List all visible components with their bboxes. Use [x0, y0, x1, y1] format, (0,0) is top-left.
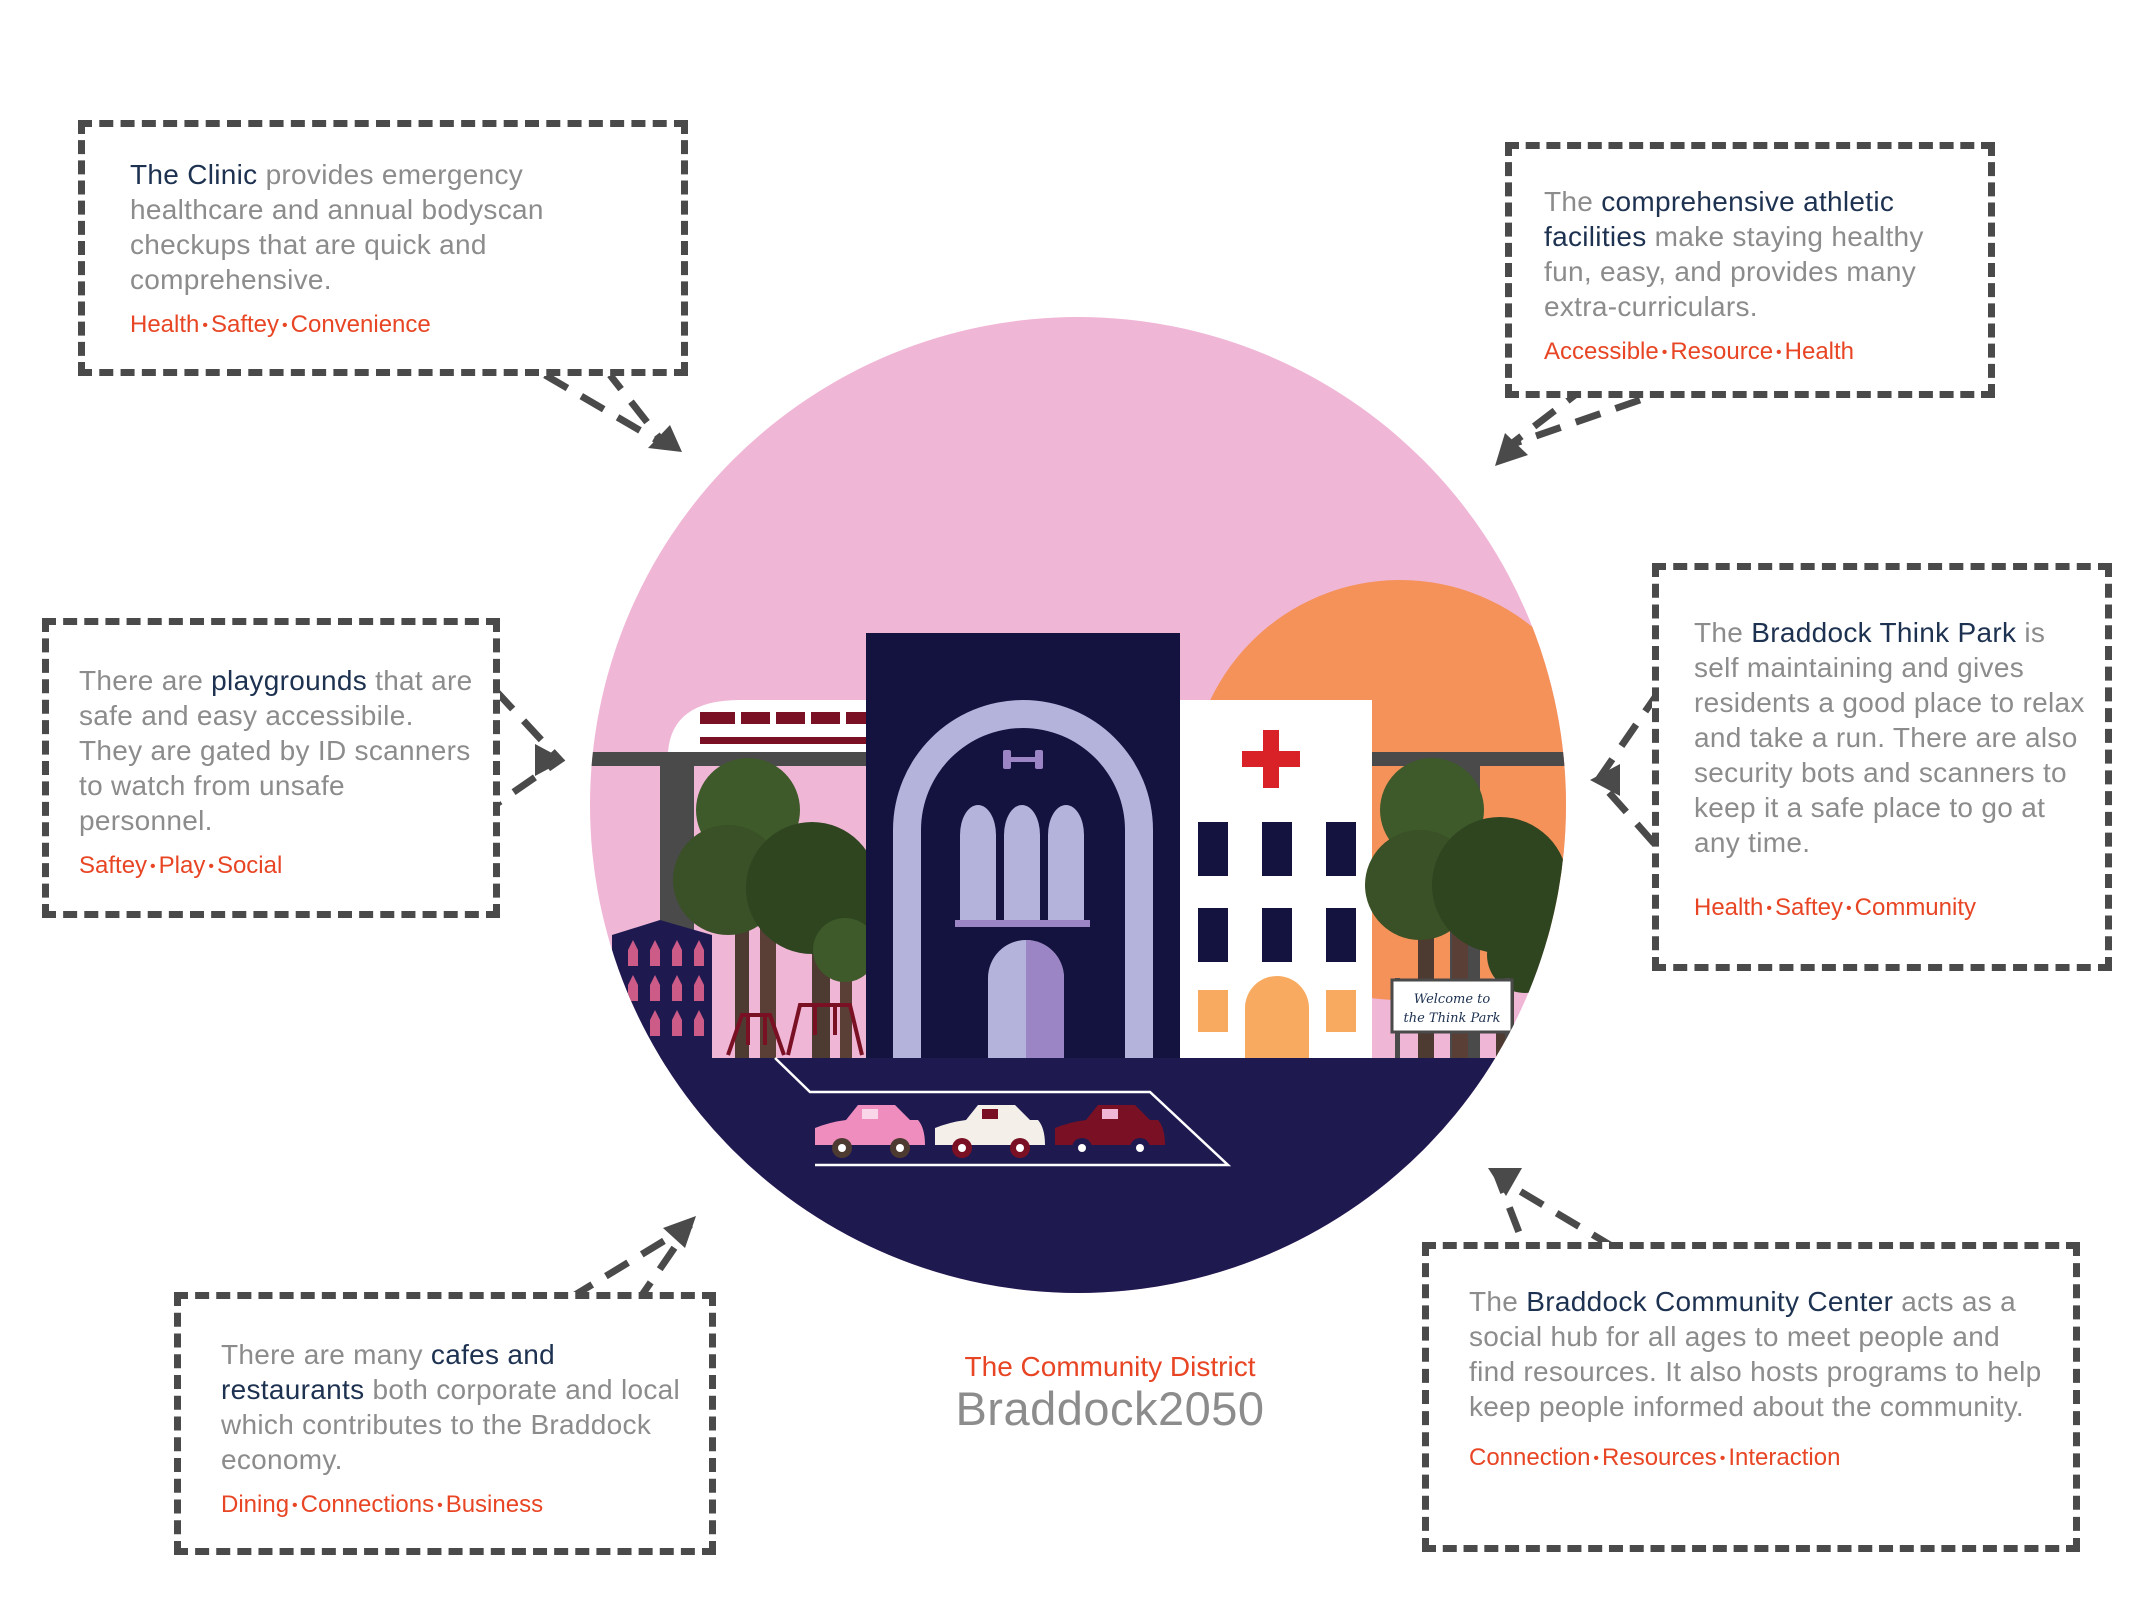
- callout-thinkpark-highlight: Braddock Think Park: [1751, 617, 2017, 648]
- callout-playgrounds-tags: Saftey•Play•Social: [79, 852, 283, 879]
- callout-clinic-highlight: The Clinic: [130, 159, 258, 190]
- welcome-sign-line1: Welcome to: [1414, 992, 1491, 1007]
- callout-thinkpark: The Braddock Think Park is self maintain…: [1652, 563, 2112, 971]
- callout-playgrounds: There are playgrounds that are safe and …: [42, 618, 500, 918]
- callout-community-text: The Braddock Community Center acts as a …: [1469, 1286, 2042, 1422]
- callout-thinkpark-text: The Braddock Think Park is self maintain…: [1694, 617, 2085, 858]
- trees-left: [673, 758, 878, 1060]
- callout-clinic-text: The Clinic provides emergency healthcare…: [130, 159, 544, 295]
- callout-athletic-highlight: comprehensive athletic facilities: [1544, 186, 1895, 252]
- arrow-heads: [535, 425, 1620, 1248]
- callout-athletic-tags: Accessible•Resource•Health: [1544, 338, 1855, 365]
- welcome-sign: [1390, 978, 1514, 1034]
- arrow-playgrounds: [492, 687, 566, 808]
- car-white: [935, 1105, 1045, 1158]
- callout-community-highlight: Braddock Community Center: [1526, 1286, 1894, 1317]
- car-pink: [815, 1105, 925, 1158]
- parking-lines: [774, 1057, 1232, 1167]
- playground-swings: [726, 1003, 864, 1056]
- arrow-clinic: [543, 371, 668, 449]
- caption: The Community District Braddock2050: [900, 1350, 1320, 1434]
- callout-cafes-text: There are many cafes and restaurants bot…: [221, 1339, 681, 1475]
- callout-cafes: There are many cafes and restaurants bot…: [174, 1292, 716, 1555]
- arrow-thinkpark: [1593, 688, 1663, 853]
- welcome-sign-line2: the Think Park: [1403, 1011, 1500, 1026]
- callout-athletic: The comprehensive athletic facilities ma…: [1505, 142, 1995, 398]
- arrow-athletic: [1507, 392, 1642, 449]
- callout-community: The Braddock Community Center acts as a …: [1422, 1242, 2080, 1552]
- callout-playgrounds-highlight: playgrounds: [211, 665, 368, 696]
- arrow-community: [1491, 1169, 1617, 1252]
- car-maroon: [1055, 1105, 1165, 1158]
- callout-community-tags: Connection•Resources•Interaction: [1469, 1444, 1841, 1471]
- callout-athletic-text: The comprehensive athletic facilities ma…: [1544, 186, 1924, 322]
- callout-playgrounds-text: There are playgrounds that are safe and …: [79, 665, 473, 836]
- red-cross-icon: [1242, 730, 1300, 788]
- caption-title: Braddock2050: [955, 1382, 1265, 1435]
- callout-clinic: The Clinic provides emergency healthcare…: [78, 120, 688, 376]
- callout-cafes-highlight: cafes and restaurants: [221, 1339, 556, 1405]
- athletic-arch: [893, 700, 1153, 1063]
- dumbbell-icon: [1003, 750, 1043, 769]
- monorail-train: [668, 700, 880, 752]
- callout-clinic-tags: Health•Saftey•Convenience: [130, 311, 431, 338]
- caption-subtitle: The Community District: [964, 1351, 1256, 1382]
- callout-cafes-tags: Dining•Connections•Business: [221, 1491, 544, 1518]
- callout-thinkpark-tags: Health•Saftey•Community: [1694, 894, 1976, 921]
